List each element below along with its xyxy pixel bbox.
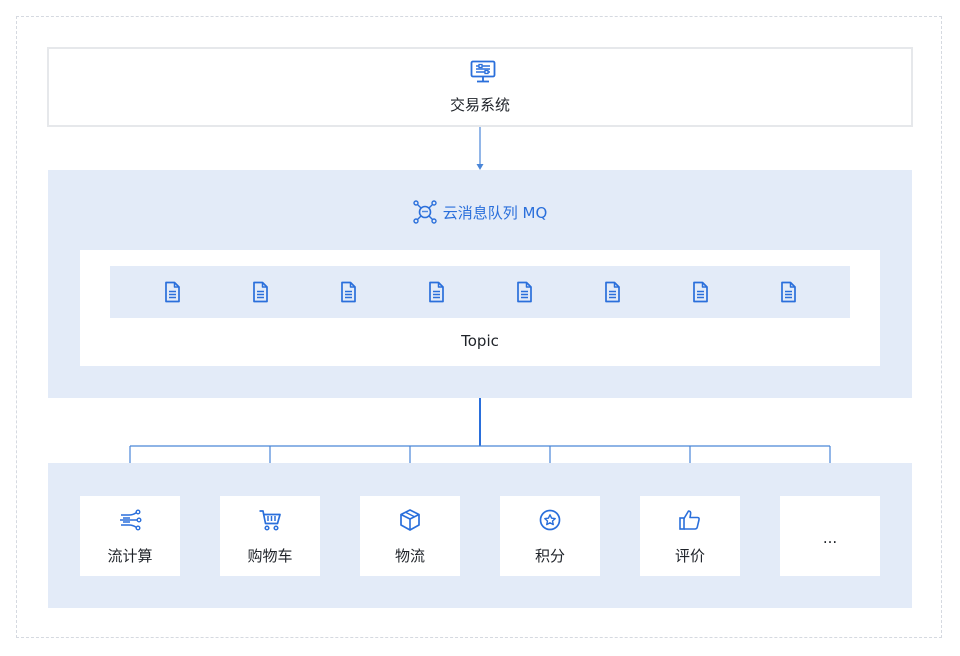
consumer-box: 购物车 xyxy=(220,496,320,576)
producer-label: 交易系统 xyxy=(449,96,510,114)
document-icon xyxy=(253,281,268,303)
queue-strip xyxy=(110,266,850,318)
consumer-box: 流计算 xyxy=(80,496,180,576)
consumer-box: 积分 xyxy=(500,496,600,576)
consumer-label: ... xyxy=(822,529,838,547)
consumer-label: 积分 xyxy=(534,547,565,565)
package-box-icon xyxy=(400,509,420,531)
producer-box: 交易系统 xyxy=(47,47,913,127)
thumbs-up-icon xyxy=(679,510,700,530)
producer-to-mq-arrow xyxy=(476,127,484,170)
document-icon xyxy=(429,281,444,303)
consumer-box: 评价 xyxy=(640,496,740,576)
star-badge-icon xyxy=(539,509,561,531)
mq-title-text: 云消息队列 MQ xyxy=(442,203,548,222)
document-icon xyxy=(165,281,180,303)
consumer-label: 评价 xyxy=(674,547,705,565)
consumer-box: ... xyxy=(780,496,880,576)
consumer-label: 购物车 xyxy=(247,547,293,565)
diagram-frame xyxy=(16,16,942,638)
shopping-cart-icon xyxy=(259,510,281,531)
document-icon xyxy=(605,281,620,303)
consumer-label: 物流 xyxy=(394,547,425,565)
topic-label: Topic xyxy=(461,332,499,350)
document-icon xyxy=(341,281,356,303)
monitor-settings-icon xyxy=(470,60,496,83)
document-icon xyxy=(781,281,796,303)
network-hub-icon xyxy=(413,200,437,224)
consumers-panel: 流计算 购物车 物流 积分 评价... xyxy=(48,463,912,608)
document-icon xyxy=(517,281,532,303)
mq-title: 云消息队列 MQ xyxy=(48,200,912,224)
document-icon xyxy=(693,281,708,303)
mq-panel: 云消息队列 MQ Topic xyxy=(48,170,912,398)
consumer-box: 物流 xyxy=(360,496,460,576)
consumer-label: 流计算 xyxy=(107,547,153,565)
stream-compute-icon xyxy=(120,509,142,531)
topic-panel: Topic xyxy=(80,250,880,366)
